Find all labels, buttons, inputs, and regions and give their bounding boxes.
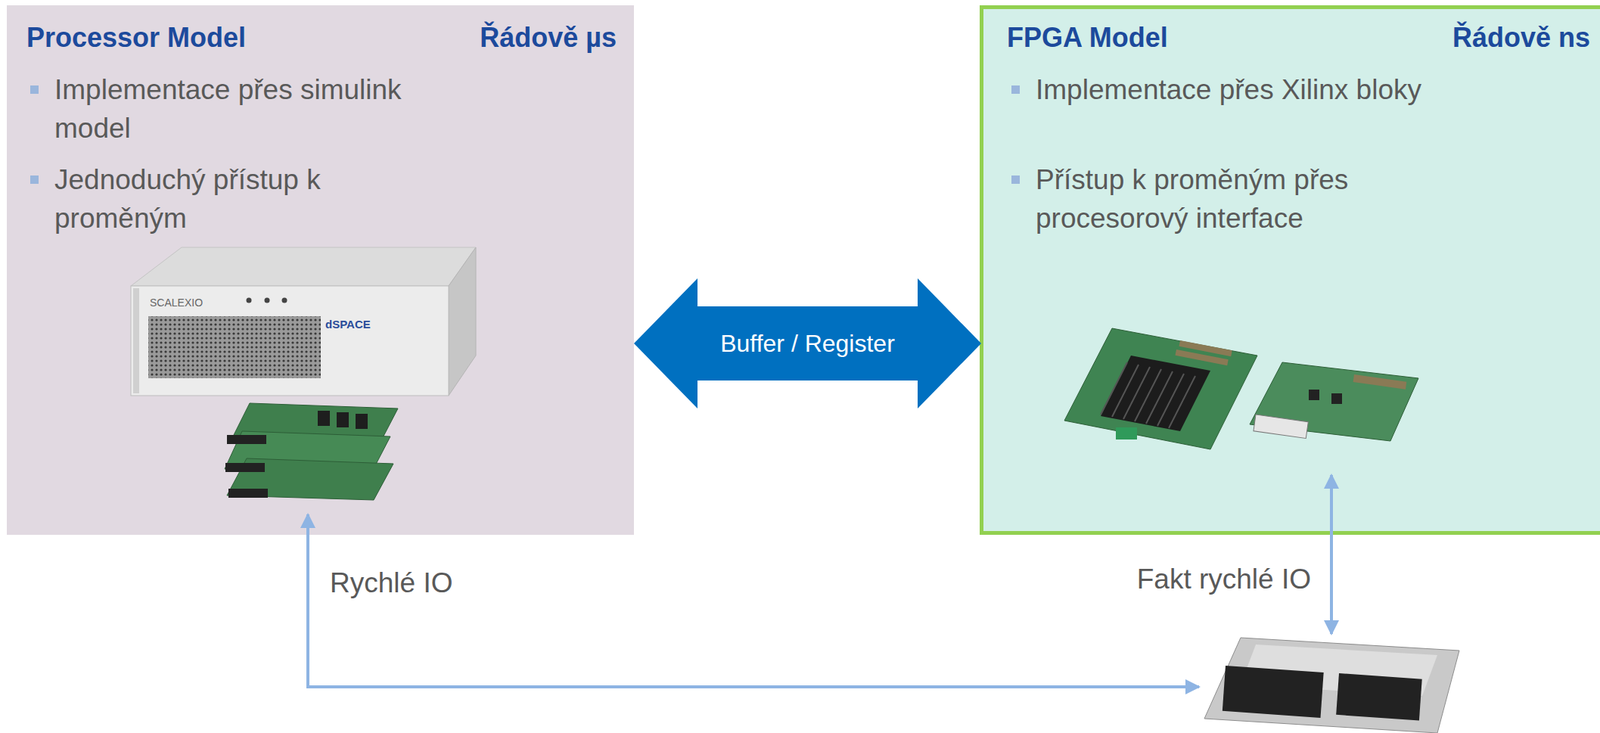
io-wire [1329, 475, 1333, 634]
ecu-unit [1204, 637, 1460, 733]
panel-title: FPGA Model [1006, 21, 1169, 54]
processor-panel-ground [6, 5, 634, 535]
device-marking: SCALEXIO [149, 296, 203, 309]
model-panel: Processor Model Řádově µs Implementace pře… [6, 5, 634, 535]
model-panel: FPGA Model Řádově ns Implementace přes Xil… [981, 6, 1600, 534]
panel-title: Processor Model [26, 21, 246, 54]
bullet-text: Přístup k proměným přes procesorový inte… [1035, 160, 1430, 238]
double-arrow [633, 278, 982, 409]
fpga-board [1064, 328, 1258, 450]
scalexio-chassis [130, 247, 476, 396]
io-label: Fakt rychlé IO [1137, 563, 1312, 596]
io-board [1249, 362, 1419, 442]
edge-label: Buffer / Register [720, 329, 895, 358]
bullet-text: Implementace přes Xilinx bloky [1035, 70, 1430, 109]
bullet-text: Jednoduchý přístup k proměným [54, 160, 448, 238]
timing-tag: Řádově ns [1452, 21, 1591, 54]
device-marking: dSPACE [325, 317, 371, 331]
timing-tag: Řádově µs [479, 21, 617, 54]
io-wire [307, 514, 1200, 687]
io-label: Rychlé IO [329, 567, 453, 600]
io-cards [224, 403, 398, 501]
bullet-text: Implementace přes simulink model [54, 70, 448, 148]
fpga-panel-ground [981, 7, 1600, 534]
